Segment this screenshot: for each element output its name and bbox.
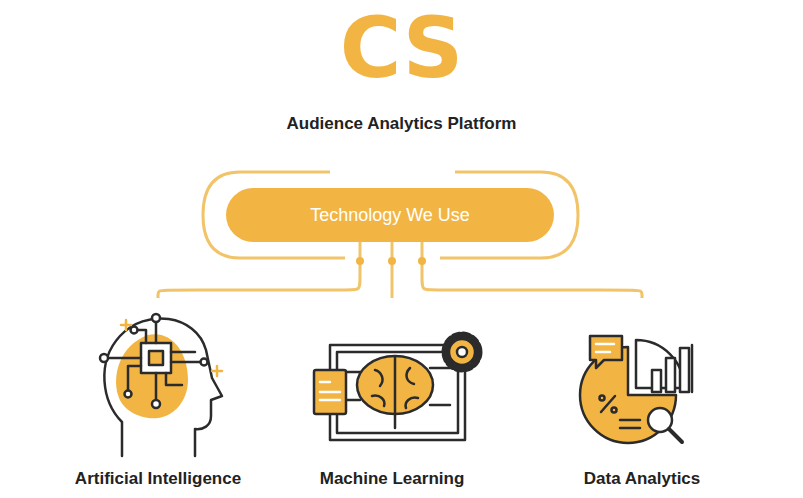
technology-item: Artificial Intelligence	[58, 298, 258, 494]
connector	[391, 242, 394, 298]
connector-dot	[418, 257, 426, 265]
connector	[158, 242, 360, 298]
technology-item: Data Analytics	[542, 298, 742, 494]
connector-dot	[356, 257, 364, 265]
item-label: Artificial Intelligence	[58, 468, 258, 490]
connector-dot	[388, 257, 396, 265]
ai-icon	[100, 314, 222, 456]
pill-box: Technology We Use	[226, 188, 554, 242]
item-label: Data Analytics	[542, 468, 742, 490]
title: CS	[0, 2, 803, 94]
connector	[422, 242, 642, 298]
technology-item: Machine Learning	[292, 298, 492, 494]
item-label: Machine Learning	[292, 468, 492, 490]
da-icon	[580, 336, 692, 443]
subtitle: Audience Analytics Platform	[0, 113, 803, 135]
pill-label: Technology We Use	[310, 205, 470, 226]
ml-icon	[314, 335, 479, 440]
